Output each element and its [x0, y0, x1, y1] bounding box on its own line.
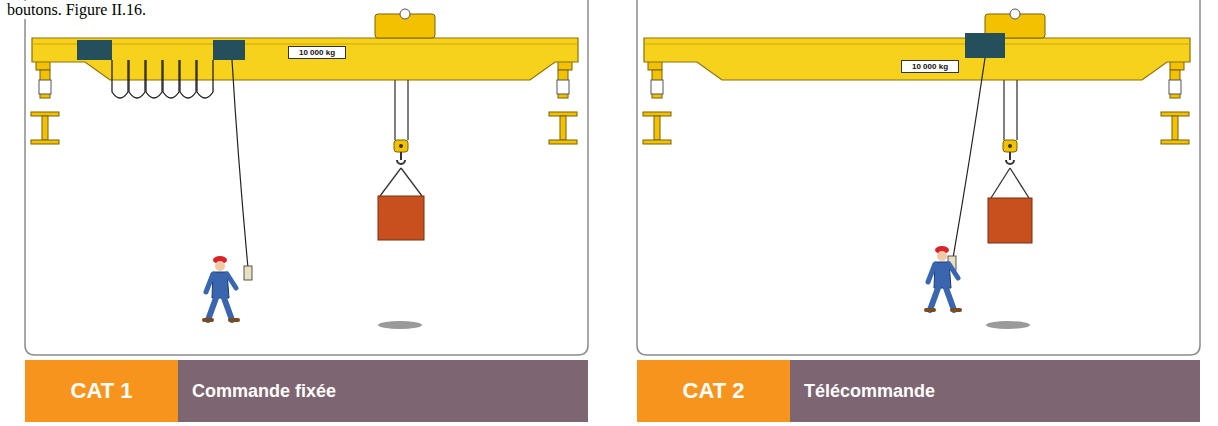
category-tag: CAT 2: [637, 360, 790, 422]
category-text: CAT 1: [71, 378, 133, 404]
category-text: CAT 2: [683, 378, 745, 404]
capacity-text: 10 000 kg: [912, 62, 948, 71]
control-mode-bar: Commande fixée: [178, 360, 588, 422]
capacity-plate: 10 000 kg: [288, 46, 346, 59]
mode-text: Télécommande: [804, 381, 935, 402]
capacity-plate: 10 000 kg: [901, 60, 959, 73]
control-mode-bar: Télécommande: [790, 360, 1200, 422]
category-tag: CAT 1: [25, 360, 178, 422]
mode-text: Commande fixée: [192, 381, 336, 402]
capacity-text: 10 000 kg: [299, 48, 335, 57]
caption-fragment: boutons. Figure II.16.: [4, 1, 149, 19]
